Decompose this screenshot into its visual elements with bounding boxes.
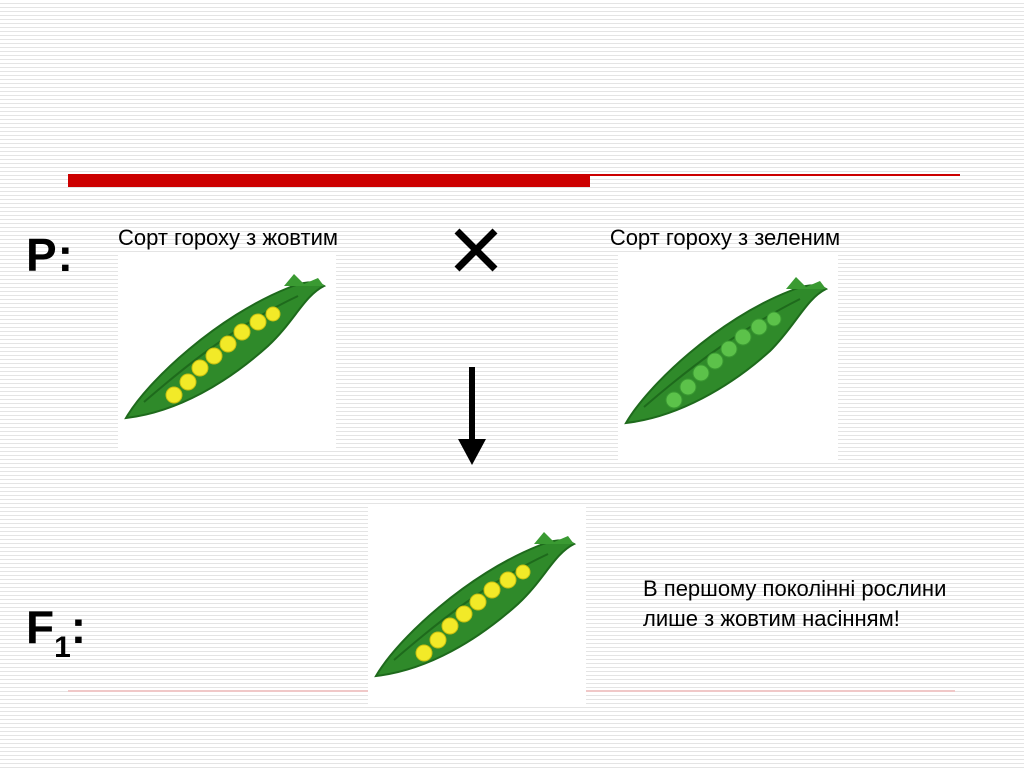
yellow-pea-pod-image (118, 252, 336, 450)
f1-colon: : (70, 601, 87, 653)
f1-letter: F (26, 601, 55, 653)
footer-rule-left (68, 690, 368, 692)
green-pea-pod-image (618, 255, 838, 460)
f1-generation-label: F1: (26, 600, 86, 665)
f1-yellow-pea-pod-icon (374, 532, 577, 678)
f1-result-note: В першому поколінні рослини лише з жовти… (643, 576, 947, 631)
cross-icon (454, 228, 498, 272)
f1-yellow-pea-pod-image (368, 506, 586, 706)
parent-generation-label: P: (26, 229, 74, 281)
title-rule-thin (590, 174, 960, 176)
green-pea-pod-icon (624, 277, 829, 425)
yellow-pea-pod-icon (124, 274, 327, 420)
title-rule-thick (68, 174, 590, 187)
footer-rule-right (585, 690, 955, 692)
f1-subscript: 1 (54, 631, 71, 664)
down-arrow-icon (458, 367, 486, 465)
